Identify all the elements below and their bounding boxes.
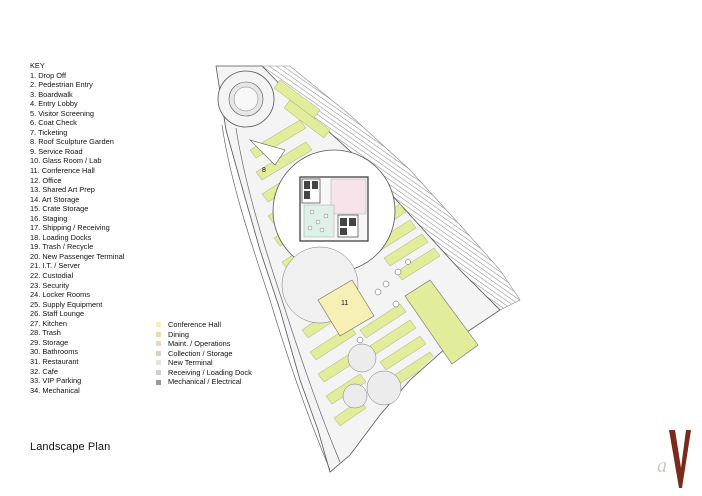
legend-swatch (156, 370, 161, 375)
key-item: 14. Art Storage (30, 194, 80, 204)
legend-row: Receiving / Loading Dock (156, 368, 252, 378)
key-item: 29. Storage (30, 337, 69, 347)
key-item: 2. Pedestrian Entry (30, 80, 93, 90)
legend-label: Receiving / Loading Dock (168, 367, 252, 377)
key-item: 34. Mechanical (30, 385, 80, 395)
service-road (221, 124, 331, 471)
key-item: 21. I.T. / Server (30, 261, 81, 271)
key-item: 26. Staff Lounge (30, 309, 85, 319)
logo-letter-v (669, 430, 691, 488)
key-item: 32. Cafe (30, 366, 58, 376)
key-item: 31. Restaurant (30, 356, 79, 366)
key-item: 27. Kitchen (30, 318, 67, 328)
legend-label: Mechanical / Electrical (168, 377, 242, 387)
legend-label: Maint. / Operations (168, 339, 231, 349)
legend-swatch (156, 360, 161, 366)
key-item: 23. Security (30, 280, 70, 290)
key-item: 5. Visitor Screening (30, 108, 94, 118)
legend-row: Dining (156, 330, 252, 340)
key-item: 7. Ticketing (30, 127, 68, 137)
key-item: 17. Shipping / Receiving (30, 223, 110, 233)
key-item: 9. Service Road (30, 146, 83, 156)
legend-label: New Terminal (168, 358, 213, 368)
legend-swatch (156, 322, 161, 328)
key-item: 28. Trash (30, 328, 61, 338)
key-item: 25. Supply Equipment (30, 299, 103, 309)
legend-row: Collection / Storage (156, 349, 252, 359)
key-item: 6. Coat Check (30, 118, 77, 128)
key-item: 22. Custodial (30, 271, 74, 281)
key-item: 18. Loading Docks (30, 232, 92, 242)
key-item: 16. Staging (30, 213, 68, 223)
plan-caption: Landscape Plan (30, 441, 111, 453)
architect-logo: a (657, 430, 691, 488)
key-item: 13. Shared Art Prep (30, 185, 95, 195)
key-item: 24. Locker Rooms (30, 290, 90, 300)
key-item: 10. Glass Room / Lab (30, 156, 102, 166)
legend-swatch (156, 341, 161, 347)
legend-swatch (156, 379, 161, 385)
lawn (404, 279, 479, 365)
legend-row: New Terminal (156, 358, 252, 368)
legend-row: Conference Hall (156, 320, 252, 330)
key-item: 1. Drop Off (30, 70, 67, 80)
legend-swatch (156, 350, 161, 356)
legend-label: Conference Hall (168, 320, 221, 329)
drop-off-roundabout (217, 70, 275, 128)
legend-label: Collection / Storage (168, 348, 233, 358)
legend-row: Mechanical / Electrical (156, 377, 252, 387)
entry-wedge (248, 139, 286, 166)
key-item: 30. Bathrooms (30, 347, 79, 357)
conference-hall-block (317, 279, 375, 337)
legend-row: Maint. / Operations (156, 339, 252, 349)
key-item: 33. VIP Parking (30, 376, 82, 386)
central-building (272, 149, 396, 273)
key-item: 12. Office (30, 175, 62, 185)
key-title: KEY (30, 61, 45, 70)
key-item: 20. New Passenger Terminal (30, 251, 125, 261)
key-item: 3. Boardwalk (30, 89, 73, 99)
trees (356, 259, 411, 344)
logo-letter-a: a (657, 455, 667, 477)
label-8: 8 (262, 167, 266, 174)
round-plazas (342, 343, 402, 409)
legend-swatch (156, 331, 161, 337)
key-item: 4. Entry Lobby (30, 99, 78, 109)
label-11: 11 (341, 300, 348, 307)
legend-label: Dining (168, 329, 189, 339)
key-item: 15. Crate Storage (30, 204, 89, 214)
key-item: 8. Roof Sculpture Garden (30, 137, 114, 147)
key-item: 11. Conference Hall (30, 166, 95, 176)
key-item: 19. Trash / Recycle (30, 242, 94, 252)
